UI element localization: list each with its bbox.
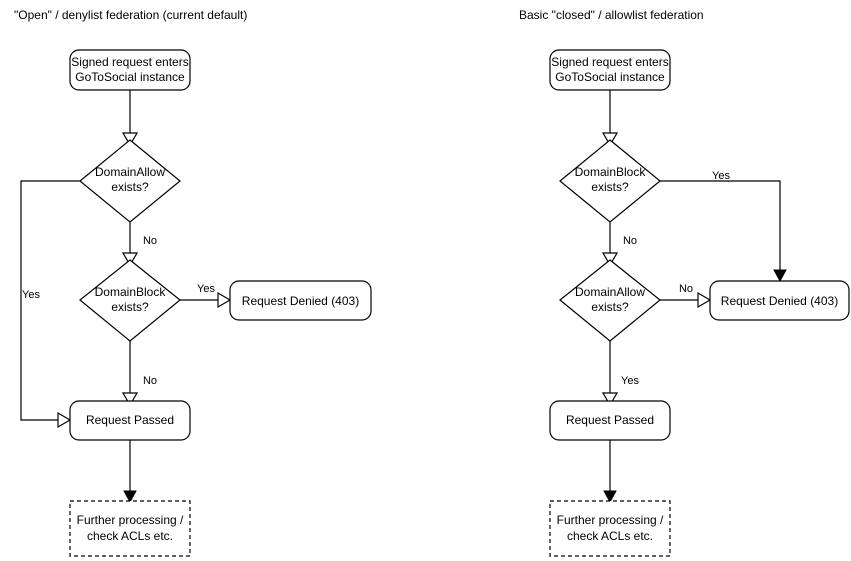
arrowhead-open-icon: [697, 291, 712, 309]
node-request-passed-right[interactable]: Request Passed: [549, 400, 671, 441]
request-denied-box-right[interactable]: [709, 280, 850, 321]
request-denied-box-left[interactable]: [229, 280, 372, 321]
node-further-processing-left[interactable]: Further processing / check ACLs etc.: [69, 500, 191, 557]
arrowhead-open-icon: [121, 132, 139, 147]
edge-domainblock-yes-left: Yes: [180, 283, 232, 309]
further-processing-box-right[interactable]: [549, 500, 671, 557]
edge-domainallow-yes-right: Yes: [601, 341, 639, 407]
domainallow-label-line1-left: DomainAllow: [95, 165, 165, 179]
arrowhead-filled-icon: [603, 490, 617, 504]
edge-domainallow-no-right: No: [660, 283, 712, 309]
diagram-title-left: "Open" / denylist federation (current de…: [14, 8, 247, 22]
edge-label-yes-domainblock-right: Yes: [712, 170, 730, 182]
node-request-passed-left[interactable]: Request Passed: [69, 400, 191, 441]
further-processing-label-line2-left: check ACLs etc.: [87, 529, 173, 543]
node-start-right[interactable]: Signed request enters GoToSocial instanc…: [549, 49, 671, 91]
domainallow-label-line2-left: exists?: [111, 180, 149, 194]
edge-label-no-domainblock-left: No: [143, 375, 157, 387]
domainblock-label-line1-left: DomainBlock: [95, 285, 167, 299]
further-processing-box-left[interactable]: [69, 500, 191, 557]
domainblock-label-line2-right: exists?: [591, 180, 629, 194]
further-processing-label-line1-left: Further processing /: [77, 513, 184, 527]
further-processing-label-line1-right: Further processing /: [557, 513, 664, 527]
start-label-line1-right: Signed request enters: [551, 55, 668, 69]
diagram-open-denylist: "Open" / denylist federation (current de…: [14, 8, 372, 557]
edge-label-yes-domainallow-left: Yes: [22, 289, 40, 301]
arrowhead-open-icon: [121, 252, 139, 267]
arrowhead-open-icon: [57, 411, 72, 429]
request-denied-label-right: Request Denied (403): [721, 294, 838, 308]
edge-passed-to-further-left: [123, 440, 137, 504]
domainblock-label-line1-right: DomainBlock: [575, 165, 647, 179]
node-decision-domainblock-right[interactable]: DomainBlock exists?: [559, 139, 661, 223]
start-label-line2-right: GoToSocial instance: [555, 70, 665, 84]
arrowhead-open-icon: [601, 252, 619, 267]
domainallow-label-line1-right: DomainAllow: [575, 285, 645, 299]
edge-start-to-domainblock-right: [601, 90, 619, 147]
node-decision-domainblock-left[interactable]: DomainBlock exists?: [79, 259, 181, 342]
node-further-processing-right[interactable]: Further processing / check ACLs etc.: [549, 500, 671, 557]
edge-domainblock-yes-right: Yes: [660, 170, 787, 283]
domainblock-label-line2-left: exists?: [111, 300, 149, 314]
node-request-denied-left[interactable]: Request Denied (403): [229, 280, 372, 321]
arrowhead-open-icon: [601, 392, 619, 407]
edge-label-no-domainblock-right: No: [623, 235, 637, 247]
edge-passed-to-further-right: [603, 440, 617, 504]
diagram-title-right: Basic "closed" / allowlist federation: [519, 8, 704, 22]
arrowhead-filled-icon: [773, 269, 787, 283]
diagram-closed-allowlist: Basic "closed" / allowlist federation Si…: [519, 8, 850, 557]
edge-label-no-domainallow-right: No: [679, 283, 693, 295]
edge-label-yes-domainallow-right: Yes: [621, 375, 639, 387]
arrowhead-filled-icon: [123, 490, 137, 504]
node-decision-domainallow-right[interactable]: DomainAllow exists?: [559, 259, 661, 342]
start-label-line2-left: GoToSocial instance: [75, 70, 185, 84]
edge-start-to-domainallow-left: [121, 90, 139, 147]
domainallow-label-line2-right: exists?: [591, 300, 629, 314]
edge-domainblock-no-left: No: [121, 341, 157, 407]
edge-domainblock-no-right: No: [601, 222, 637, 267]
edge-domainallow-yes-left: Yes: [20, 180, 80, 429]
node-request-denied-right[interactable]: Request Denied (403): [709, 280, 850, 321]
request-passed-label-left: Request Passed: [86, 413, 174, 427]
arrowhead-open-icon: [601, 132, 619, 147]
node-start-left[interactable]: Signed request enters GoToSocial instanc…: [69, 49, 191, 91]
arrowhead-open-icon: [121, 392, 139, 407]
request-passed-label-right: Request Passed: [566, 413, 654, 427]
edge-domainallow-no-left: No: [121, 222, 157, 267]
edge-label-no-domainallow-left: No: [143, 235, 157, 247]
start-label-line1-left: Signed request enters: [71, 55, 188, 69]
node-decision-domainallow-left[interactable]: DomainAllow exists?: [79, 139, 181, 223]
edge-label-yes-domainblock-left: Yes: [197, 283, 215, 295]
arrowhead-open-icon: [217, 291, 232, 309]
request-denied-label-left: Request Denied (403): [242, 294, 359, 308]
further-processing-label-line2-right: check ACLs etc.: [567, 529, 653, 543]
